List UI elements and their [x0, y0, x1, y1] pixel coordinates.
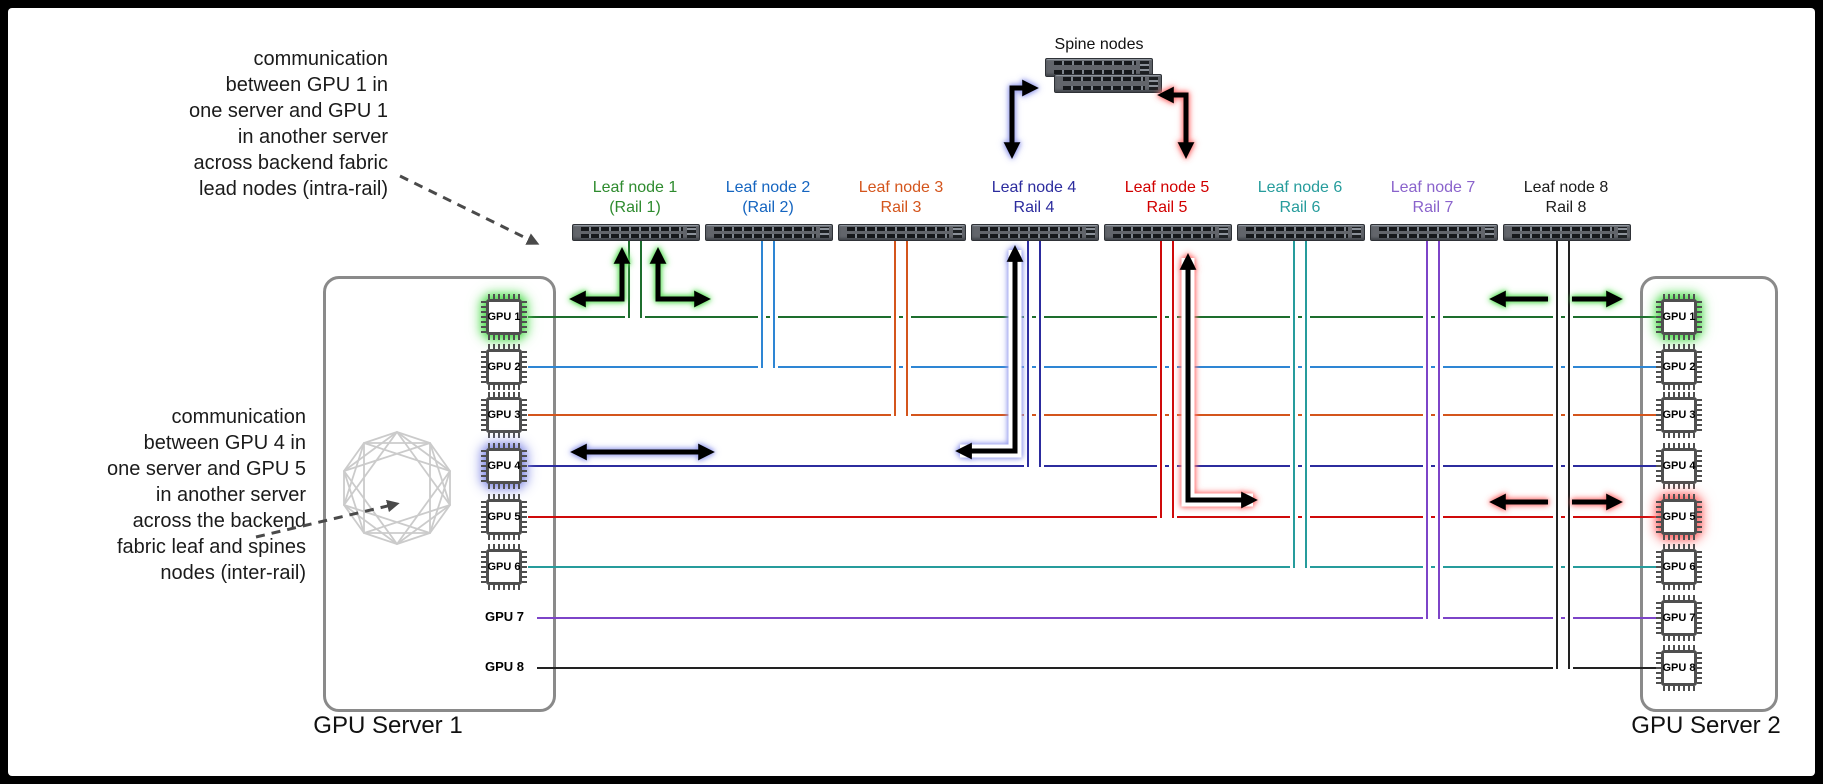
server2-gpu3-chip: GPU 3 [1656, 392, 1702, 438]
rail-5-line [528, 516, 1662, 518]
rail-1-junction-gap [628, 315, 642, 320]
switch-ports [1485, 227, 1494, 238]
switch-ports [1352, 227, 1361, 238]
leaf-4-link-b [1036, 239, 1044, 467]
rail-3-junction-gap [894, 413, 908, 418]
server1-gpu6-chip: GPU 6 [481, 544, 527, 590]
rail-5-junction-gap [1160, 515, 1174, 520]
leaf-4-link-a [1024, 239, 1032, 467]
intra-rail-annotation: communication between GPU 1 in one serve… [189, 48, 388, 200]
server1-gpu3-chip: GPU 3 [481, 392, 527, 438]
leaf-5-link-a [1157, 239, 1165, 518]
server2-gpu5-chip: GPU 5 [1656, 494, 1702, 540]
leaf-7-link-b [1435, 239, 1443, 619]
leaf-8-link-b [1565, 239, 1573, 669]
switch-ports [687, 227, 696, 238]
server1-gpu2-chip: GPU 2 [481, 344, 527, 390]
server1-gpu5-chip: GPU 5 [481, 494, 527, 540]
leaf-node-2-switch [705, 224, 833, 241]
server2-gpu8-chip: GPU 8 [1656, 645, 1702, 691]
switch-ports [1618, 227, 1627, 238]
gpu-server-1-label: GPU Server 1 [313, 712, 463, 739]
server2-gpu7-chip: GPU 7 [1656, 595, 1702, 641]
leaf-8-link-a [1553, 239, 1561, 669]
spine-nodes-label: Spine nodes [1054, 36, 1144, 53]
switch-ports [820, 227, 829, 238]
rail-2-junction-gap [761, 365, 775, 370]
rail-1-line [528, 316, 1662, 318]
server1-gpu1-chip: GPU 1 [481, 294, 527, 340]
switch-ports [1149, 77, 1158, 90]
leaf-1-link-a [625, 239, 633, 318]
rail-7-line [537, 617, 1662, 619]
switch-ports [953, 227, 962, 238]
switch-ports [1219, 227, 1228, 238]
server2-gpu6-chip: GPU 6 [1656, 544, 1702, 590]
leaf-node-1-switch [572, 224, 700, 241]
leaf-7-link-a [1423, 239, 1431, 619]
rail-8-line [537, 667, 1662, 669]
leaf-5-link-b [1169, 239, 1177, 518]
leaf-6-link-a [1290, 239, 1298, 568]
rail-6-line [528, 566, 1662, 568]
server1-gpu8-label: GPU 8 [484, 659, 524, 674]
gpu-server-2-label: GPU Server 2 [1631, 712, 1781, 739]
leaf-node-8-switch [1503, 224, 1631, 241]
server1-gpu4-chip: GPU 4 [481, 443, 527, 489]
switch-ports [1140, 61, 1149, 74]
rail-3-line [528, 414, 1662, 416]
leaf-node-1-label: Leaf node 1(Rail 1) [592, 179, 678, 216]
rail-7-junction-gap [1426, 616, 1440, 621]
server2-gpu2-chip: GPU 2 [1656, 344, 1702, 390]
rail-4-line [528, 465, 1662, 467]
server1-gpu7-label: GPU 7 [484, 609, 524, 624]
diagram-background [8, 8, 1815, 776]
leaf-1-link-b [637, 239, 645, 318]
rail-4-junction-gap [1027, 464, 1041, 469]
leaf-node-2-label: Leaf node 2(Rail 2) [725, 179, 811, 216]
leaf-3-link-b [903, 239, 911, 416]
inter-rail-annotation: communication between GPU 4 in one serve… [107, 406, 306, 584]
leaf-node-5-switch [1104, 224, 1232, 241]
rail-2-line [528, 366, 1662, 368]
spine-switch-1 [1045, 58, 1153, 77]
spine-switch-2 [1054, 74, 1162, 93]
server2-gpu4-chip: GPU 4 [1656, 443, 1702, 489]
leaf-node-7-switch [1370, 224, 1498, 241]
leaf-2-link-b [770, 239, 778, 368]
leaf-3-link-a [891, 239, 899, 416]
rail-6-junction-gap [1293, 565, 1307, 570]
leaf-node-3-switch [838, 224, 966, 241]
server2-gpu1-chip: GPU 1 [1656, 294, 1702, 340]
leaf-node-6-switch [1237, 224, 1365, 241]
leaf-node-4-switch [971, 224, 1099, 241]
switch-ports [1086, 227, 1095, 238]
leaf-6-link-b [1302, 239, 1310, 568]
leaf-2-link-a [758, 239, 766, 368]
